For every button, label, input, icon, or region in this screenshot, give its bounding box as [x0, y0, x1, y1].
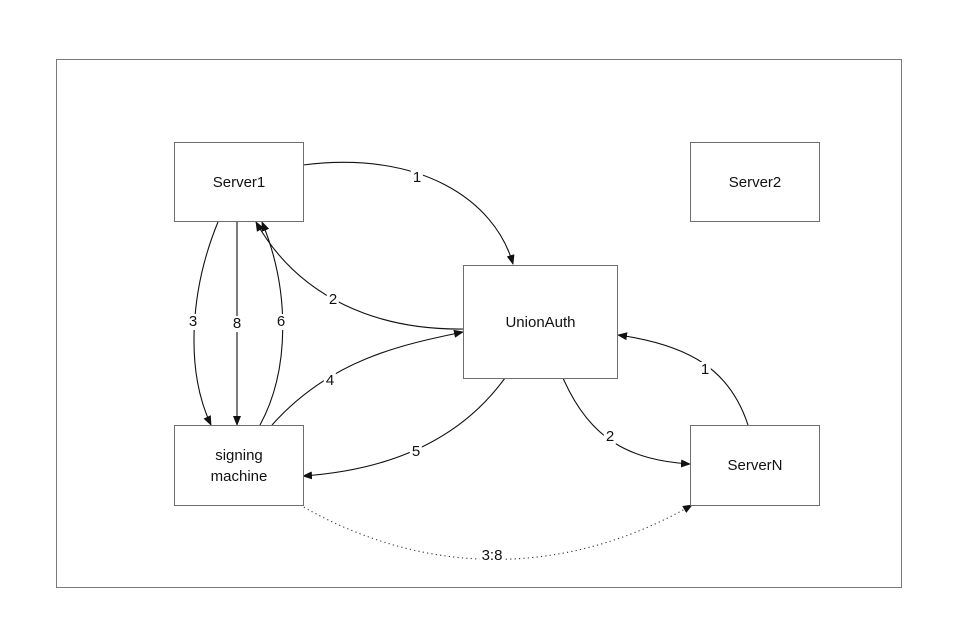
edge-label: 2	[603, 428, 617, 445]
edge-server1-to-unionauth	[302, 161, 515, 265]
edge-servern-to-unionauth-1	[617, 332, 749, 426]
node-unionauth: UnionAuth	[463, 265, 618, 379]
node-signing-machine: signing machine	[174, 425, 304, 506]
edge-unionauth-to-server1	[255, 221, 464, 330]
node-server2: Server2	[690, 142, 820, 222]
edge-label: 4	[323, 372, 337, 389]
edge-label: 3:8	[479, 547, 505, 564]
edge-unionauth-to-signing-5	[302, 377, 506, 480]
edge-label: 1	[410, 169, 424, 186]
edge-signing-to-unionauth-4	[271, 329, 464, 426]
edge-label: 8	[230, 315, 244, 332]
edge-label: 3	[186, 313, 200, 330]
diagram-frame	[56, 59, 902, 588]
edge-unionauth-to-servern-2	[562, 377, 691, 468]
edge-label: 1	[698, 361, 712, 378]
node-server1: Server1	[174, 142, 304, 222]
edge-label: 2	[326, 291, 340, 308]
node-servern: ServerN	[690, 425, 820, 506]
edge-label: 6	[274, 313, 288, 330]
edge-label: 5	[409, 443, 423, 460]
